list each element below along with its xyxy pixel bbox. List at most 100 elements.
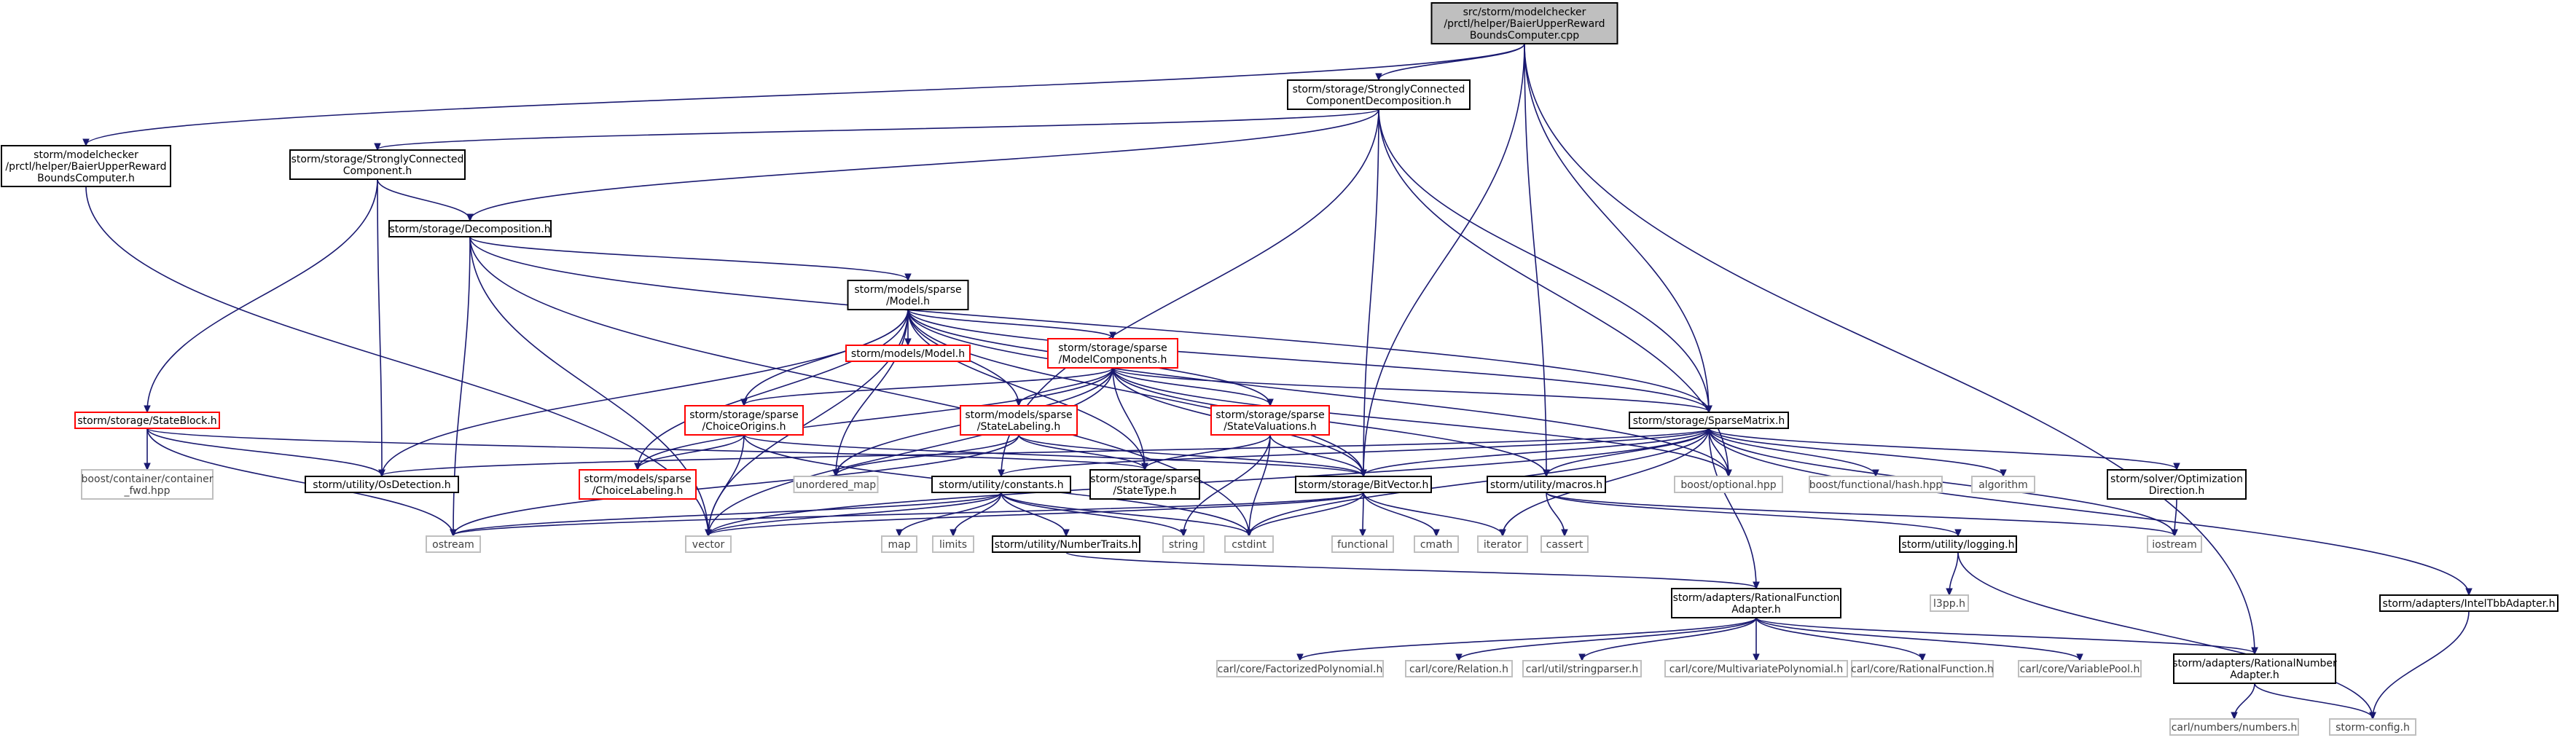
edge-intel-tbb-to-storm-config bbox=[2369, 610, 2470, 720]
node-model[interactable]: storm/models/sparse/Model.h bbox=[847, 280, 969, 310]
node-label: storm/storage/sparse bbox=[1090, 473, 1199, 485]
node-box bbox=[1216, 660, 1384, 677]
node-label: carl/core/RationalFunction.h bbox=[1851, 664, 1994, 675]
edge-model-to-model-components bbox=[907, 309, 1116, 340]
node-label: storm/storage/sparse bbox=[1058, 342, 1167, 354]
node-label: functional bbox=[1337, 539, 1388, 551]
node-label: storm/storage/StronglyConnected bbox=[291, 154, 464, 165]
node-box bbox=[2379, 594, 2559, 612]
node-box bbox=[1047, 338, 1178, 369]
node-label: storm/adapters/RationalFunction bbox=[1673, 592, 1840, 604]
edge-sparse-matrix-to-opt-direction bbox=[1708, 428, 2180, 471]
node-scc-decomp[interactable]: storm/storage/StronglyConnectedComponent… bbox=[1287, 79, 1471, 110]
node-box bbox=[1522, 660, 1642, 677]
node-logging[interactable]: storm/utility/logging.h bbox=[1899, 535, 2017, 553]
node-label: vector bbox=[692, 539, 725, 551]
node-root[interactable]: src/storm/modelchecker/prctl/helper/Baie… bbox=[1430, 2, 1618, 44]
node-box bbox=[1540, 535, 1589, 553]
edge-macros-to-cassert bbox=[1546, 492, 1568, 538]
node-functional: functional bbox=[1331, 535, 1394, 553]
node-label: storm/utility/macros.h bbox=[1490, 479, 1602, 491]
edge-root-to-bounds-h bbox=[82, 43, 1525, 147]
node-box bbox=[881, 535, 917, 553]
node-label: storm/utility/NumberTraits.h bbox=[995, 539, 1138, 551]
node-box bbox=[1851, 660, 1994, 677]
node-label: /ModelComponents.h bbox=[1059, 354, 1167, 366]
node-label: string bbox=[1169, 539, 1198, 551]
node-bounds-h[interactable]: storm/modelchecker/prctl/helper/BaierUpp… bbox=[1, 145, 171, 187]
node-box bbox=[289, 149, 466, 180]
edge-constants-to-map bbox=[896, 492, 1002, 538]
edge-scc-decomp-to-scc bbox=[374, 109, 1379, 152]
node-state-labeling[interactable]: storm/models/sparse/StateLabeling.h bbox=[960, 405, 1078, 436]
node-intel-tbb[interactable]: storm/adapters/IntelTbbAdapter.h bbox=[2379, 594, 2559, 612]
node-label: cassert bbox=[1546, 539, 1583, 551]
node-label: cmath bbox=[1420, 539, 1452, 551]
node-numbers: carl/numbers/numbers.h bbox=[2169, 718, 2299, 736]
edge-rational-number-adapter-to-storm-config bbox=[2254, 683, 2376, 720]
node-label: BoundsComputer.h bbox=[37, 173, 135, 184]
node-os-detection[interactable]: storm/utility/OsDetection.h bbox=[305, 476, 459, 493]
edge-macros-to-iostream bbox=[1546, 492, 2178, 538]
node-box bbox=[1674, 476, 1783, 493]
node-sparse-matrix[interactable]: storm/storage/SparseMatrix.h bbox=[1629, 412, 1789, 429]
edge-decomposition-to-sparse-matrix bbox=[469, 236, 1712, 414]
node-constants[interactable]: storm/utility/constants.h bbox=[931, 476, 1071, 493]
edge-rational-function-adapter-to-variable-pool bbox=[1755, 617, 2083, 662]
edge-scc-decomp-to-sparse-matrix bbox=[1378, 109, 1712, 414]
node-scc[interactable]: storm/storage/StronglyConnectedComponent… bbox=[289, 149, 466, 180]
edge-root-to-scc-decomp bbox=[1375, 43, 1525, 82]
node-choice-origins[interactable]: storm/storage/sparse/ChoiceOrigins.h bbox=[684, 405, 804, 436]
node-label: src/storm/modelchecker bbox=[1463, 7, 1586, 18]
node-vector: vector bbox=[685, 535, 732, 553]
node-label: ComponentDecomposition.h bbox=[1306, 95, 1451, 107]
node-model-components[interactable]: storm/storage/sparse/ModelComponents.h bbox=[1047, 338, 1178, 369]
node-box bbox=[845, 345, 971, 362]
node-boost-optional: boost/optional.hpp bbox=[1674, 476, 1783, 493]
node-label: storm/storage/StateBlock.h bbox=[77, 415, 216, 427]
node-label: boost/container/container bbox=[82, 473, 214, 485]
node-decomposition[interactable]: storm/storage/Decomposition.h bbox=[388, 220, 552, 237]
edge-logging-to-l3pp bbox=[1946, 551, 1959, 597]
node-multivariate-poly: carl/core/MultivariatePolynomial.h bbox=[1664, 660, 1848, 677]
node-iostream: iostream bbox=[2147, 535, 2202, 553]
node-box bbox=[2169, 718, 2299, 736]
edge-bitvector-to-ostream bbox=[450, 492, 1364, 538]
node-label: storm/storage/sparse bbox=[689, 409, 799, 421]
node-box bbox=[2147, 535, 2202, 553]
node-storm-config: storm-config.h bbox=[2329, 718, 2416, 736]
node-macros[interactable]: storm/utility/macros.h bbox=[1487, 476, 1606, 493]
node-box bbox=[1671, 588, 1841, 618]
node-number-traits[interactable]: storm/utility/NumberTraits.h bbox=[992, 535, 1140, 553]
edge-root-to-rational-number-adapter bbox=[1524, 43, 2258, 656]
edge-decomposition-to-model bbox=[469, 236, 912, 282]
node-box bbox=[1295, 476, 1432, 493]
node-state-type[interactable]: storm/storage/sparse/StateType.h bbox=[1089, 469, 1200, 500]
edge-root-to-sparse-matrix bbox=[1524, 43, 1712, 414]
node-box bbox=[931, 476, 1071, 493]
node-state-block[interactable]: storm/storage/StateBlock.h bbox=[74, 412, 220, 429]
node-label: storm/models/sparse bbox=[965, 409, 1072, 421]
node-bitvector[interactable]: storm/storage/BitVector.h bbox=[1295, 476, 1432, 493]
edge-model-to-unordered-map bbox=[832, 309, 909, 478]
edge-constants-to-string bbox=[1001, 492, 1187, 538]
node-variable-pool: carl/core/VariablePool.h bbox=[2018, 660, 2142, 677]
node-choice-labeling[interactable]: storm/models/sparse/ChoiceLabeling.h bbox=[579, 469, 697, 500]
node-cassert: cassert bbox=[1540, 535, 1589, 553]
node-label: Direction.h bbox=[2149, 485, 2205, 497]
node-label: storm/utility/OsDetection.h bbox=[313, 479, 450, 491]
node-label: /StateType.h bbox=[1113, 485, 1176, 497]
node-models-model[interactable]: storm/models/Model.h bbox=[845, 345, 971, 362]
node-box bbox=[1, 145, 171, 187]
node-label: map bbox=[888, 539, 910, 551]
node-label: carl/core/VariablePool.h bbox=[2020, 664, 2140, 675]
node-box bbox=[1664, 660, 1848, 677]
node-label: _fwd.hpp bbox=[123, 485, 170, 497]
node-boost-container: boost/container/container_fwd.hpp bbox=[81, 469, 214, 500]
node-state-valuations[interactable]: storm/storage/sparse/StateValuations.h bbox=[1210, 405, 1330, 436]
